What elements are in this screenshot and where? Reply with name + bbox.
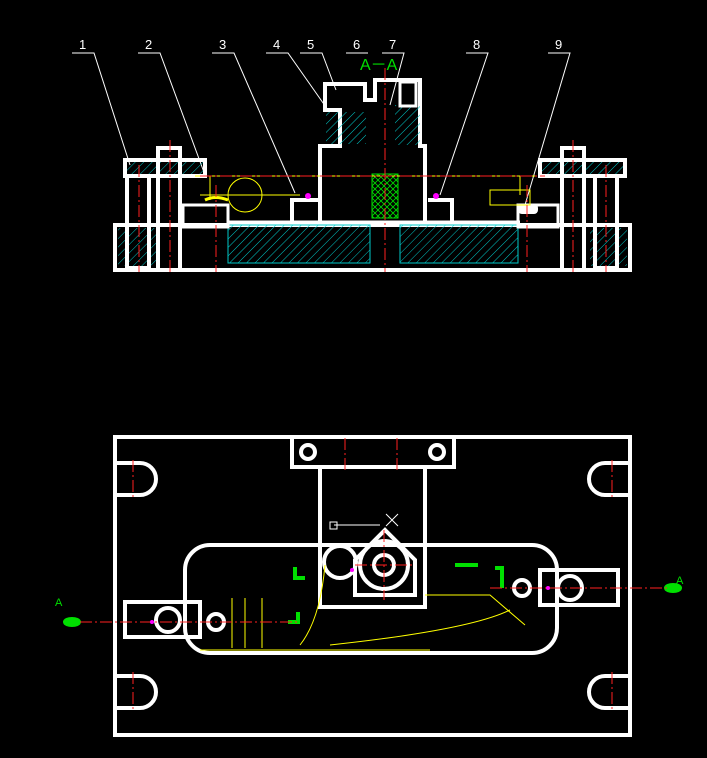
part-number-2: 2 xyxy=(145,37,152,52)
leader-lines xyxy=(72,52,571,206)
part-number-1: 1 xyxy=(79,37,86,52)
step-block-right xyxy=(428,198,454,222)
part-number-5: 5 xyxy=(307,37,314,52)
part-number-8: 8 xyxy=(473,37,480,52)
part-number-7: 7 xyxy=(389,37,396,52)
center-lines-plan xyxy=(80,438,668,712)
center-lines xyxy=(138,68,607,272)
section-view: A－A 1 2 3 4 5 6 7 8 9 xyxy=(72,37,632,272)
left-clamp-plan xyxy=(123,600,226,639)
bolt-marks-plan xyxy=(150,568,550,624)
section-title: A－A xyxy=(360,57,398,74)
auxiliary-lines-plan xyxy=(200,564,526,651)
top-bracket xyxy=(290,435,456,609)
part-number-9: 9 xyxy=(555,37,562,52)
part-number-3: 3 xyxy=(219,37,226,52)
plan-view: A A xyxy=(55,435,684,737)
part-number-6: 6 xyxy=(353,37,360,52)
recess-outline xyxy=(183,543,559,655)
auxiliary-lines xyxy=(195,175,535,213)
part-numbers: 1 2 3 4 5 6 7 8 9 xyxy=(79,37,562,52)
ucs-marker xyxy=(329,513,399,530)
annotation-marks xyxy=(63,563,682,627)
central-column xyxy=(318,78,427,222)
eccentric-cam xyxy=(322,527,417,597)
step-block-left xyxy=(290,198,318,222)
part-number-4: 4 xyxy=(273,37,280,52)
left-clamp xyxy=(123,146,229,272)
corner-slots xyxy=(115,461,630,710)
bolt-marks-top xyxy=(305,193,439,199)
cut-mark-left: A xyxy=(55,597,63,609)
cut-mark-right: A xyxy=(676,575,684,587)
